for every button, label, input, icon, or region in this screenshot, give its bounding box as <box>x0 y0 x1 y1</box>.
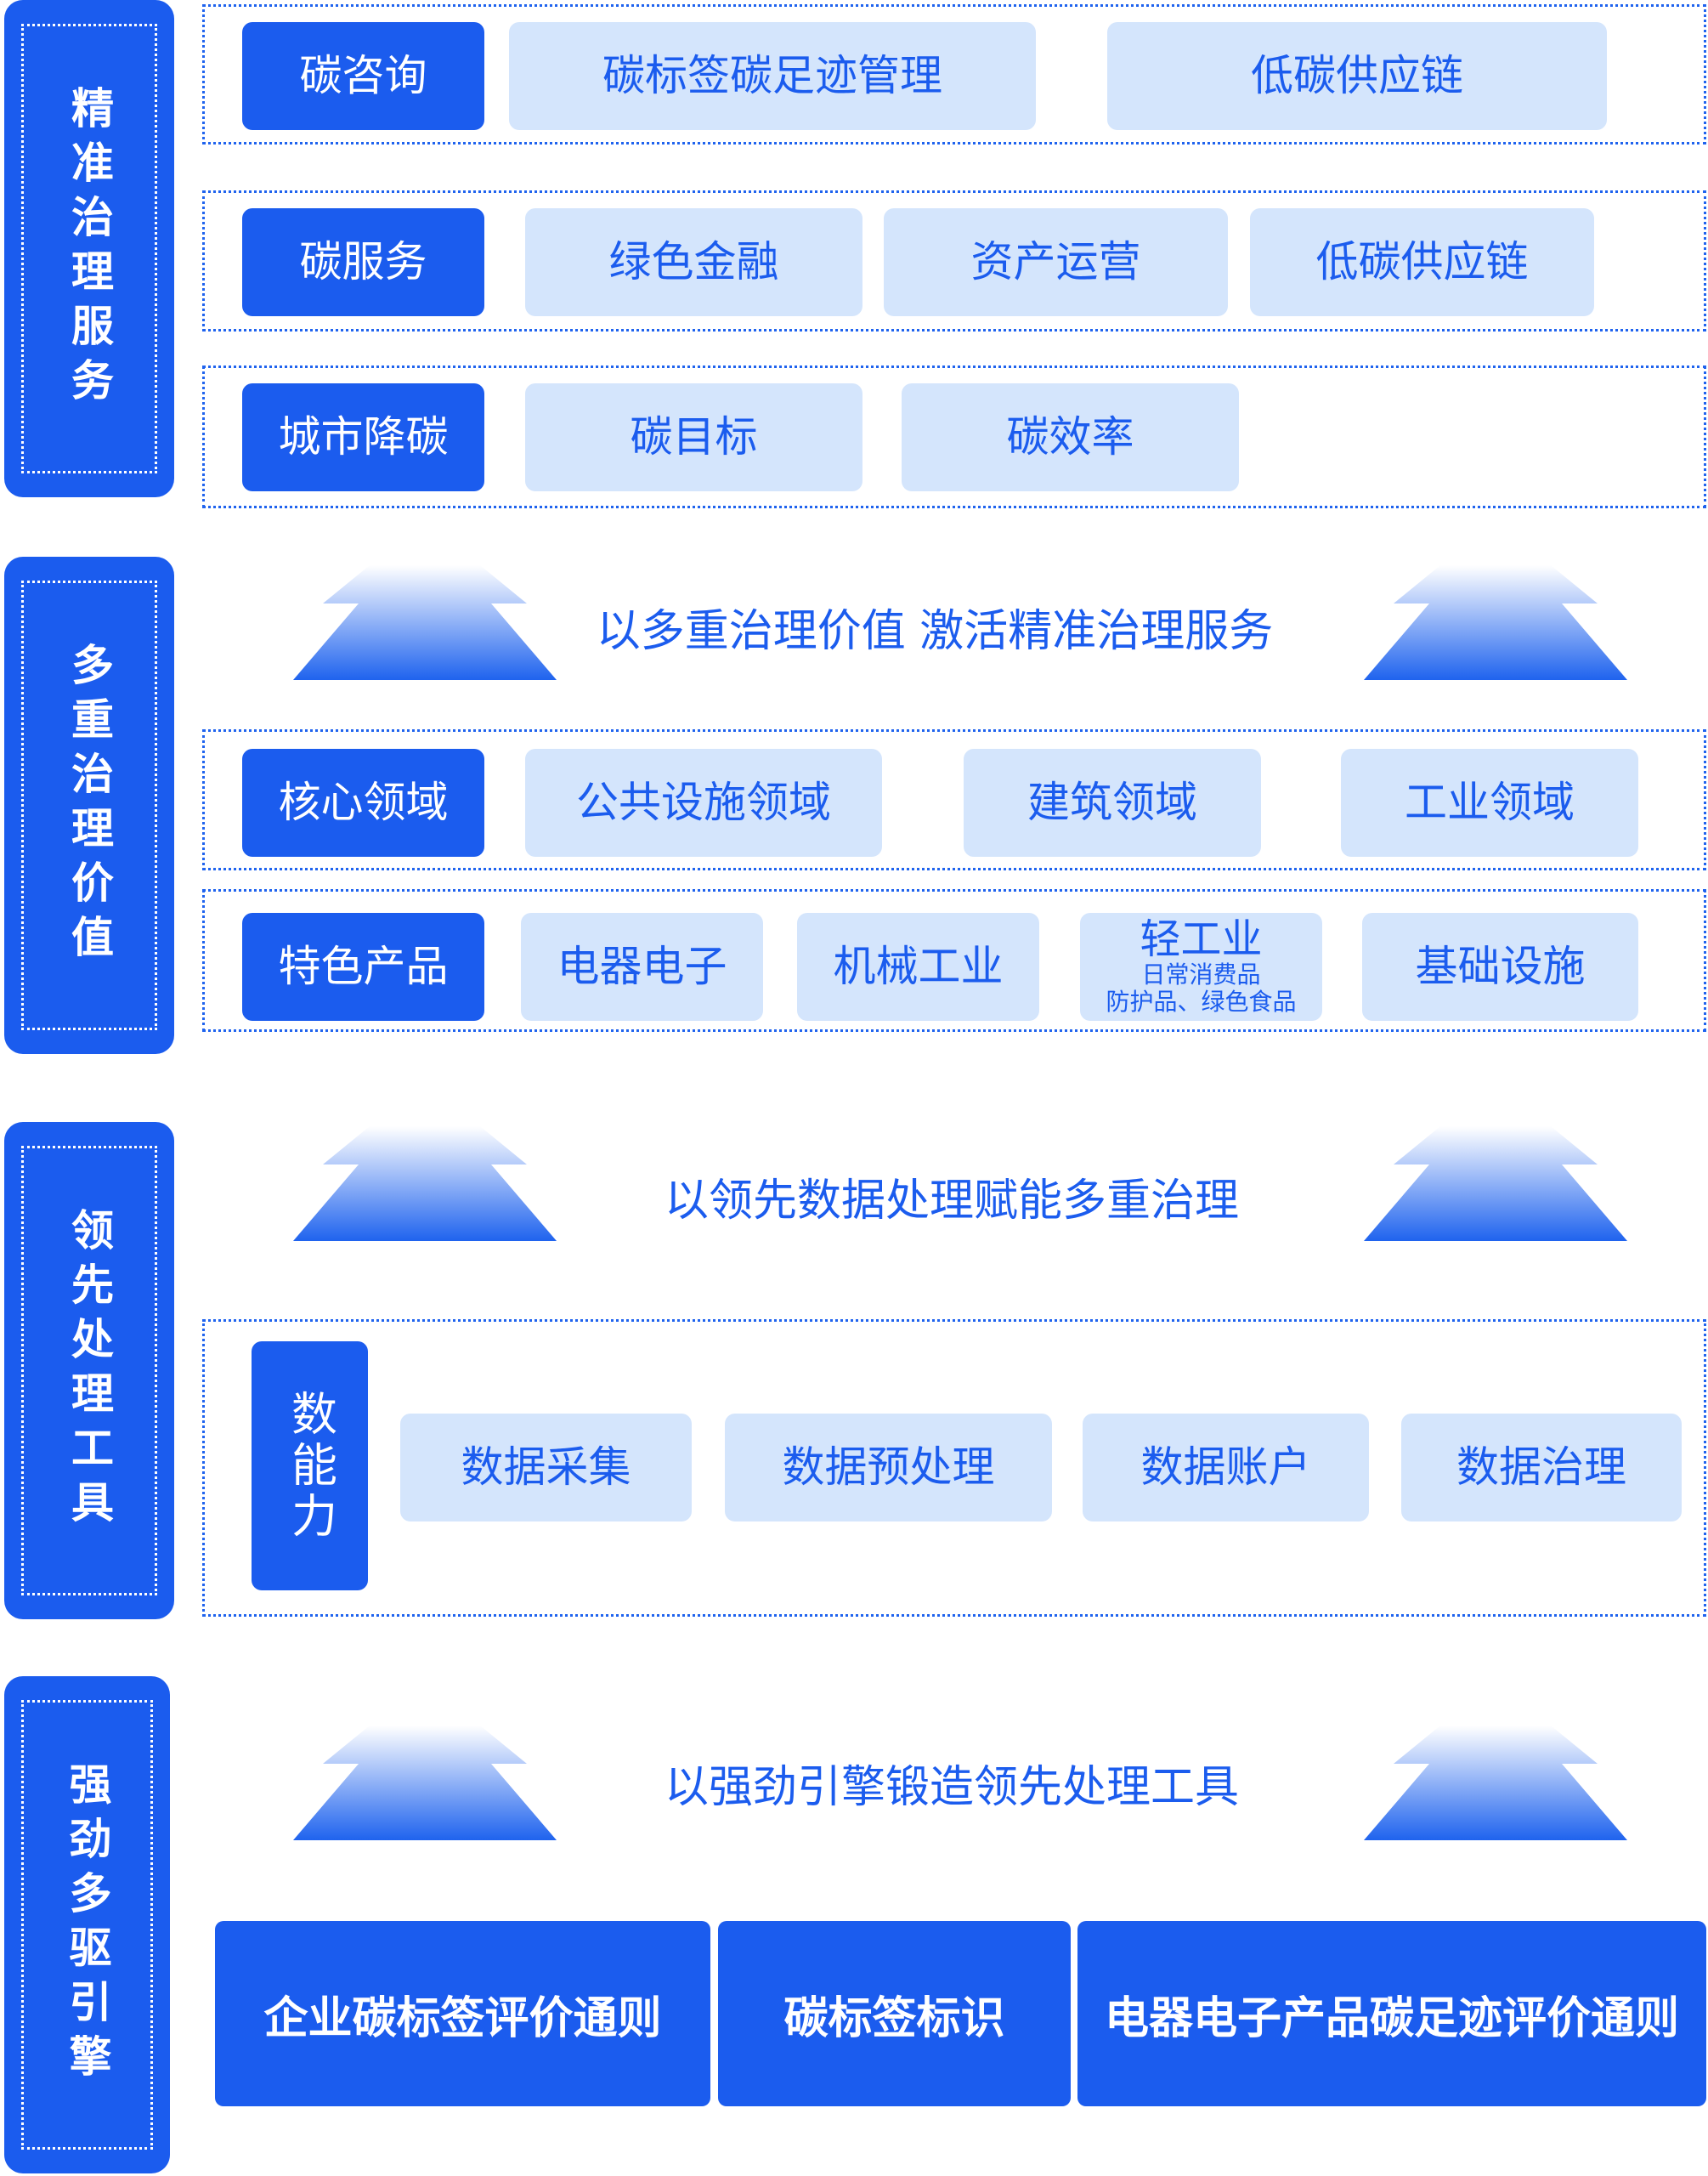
light-industry-sub-1: 日常消费品 <box>1141 960 1261 989</box>
side-label-value: 多重治理价值 <box>4 557 174 1054</box>
enterprise-carbon-label-standard-button[interactable]: 企业碳标签评价通则 <box>215 1921 710 2106</box>
up-arrow-icon <box>293 565 557 680</box>
core-domain-button[interactable]: 核心领域 <box>242 749 484 857</box>
public-facility-domain-button[interactable]: 公共设施领域 <box>525 749 882 857</box>
light-industry-title: 轻工业 <box>1140 915 1263 964</box>
asset-operation-button[interactable]: 资产运营 <box>884 208 1228 316</box>
low-carbon-supply-chain-button[interactable]: 低碳供应链 <box>1107 22 1607 130</box>
up-arrow-icon <box>1364 565 1627 680</box>
carbon-consulting-button[interactable]: 碳咨询 <box>242 22 484 130</box>
machinery-industry-button[interactable]: 机械工业 <box>797 913 1039 1021</box>
caption-tools-to-value: 以领先数据处理赋能多重治理 <box>664 1176 1239 1227</box>
up-arrow-icon <box>1364 1126 1627 1241</box>
city-carbon-reduction-button[interactable]: 城市降碳 <box>242 383 484 491</box>
caption-value-to-service: 以多重治理价值 激活精准治理服务 <box>596 606 1274 657</box>
industry-domain-button[interactable]: 工业领域 <box>1341 749 1638 857</box>
electrical-electronics-button[interactable]: 电器电子 <box>521 913 763 1021</box>
featured-products-button[interactable]: 特色产品 <box>242 913 484 1021</box>
side-label-text: 多重治理价值 <box>65 642 114 969</box>
up-arrow-icon <box>293 1726 557 1840</box>
data-preprocessing-button[interactable]: 数据预处理 <box>725 1414 1052 1522</box>
up-arrow-icon <box>1364 1726 1627 1840</box>
carbon-efficiency-button[interactable]: 碳效率 <box>902 383 1239 491</box>
data-collection-button[interactable]: 数据采集 <box>400 1414 692 1522</box>
side-label-service: 精准治理服务 <box>4 0 174 497</box>
carbon-label-mark-button[interactable]: 碳标签标识 <box>718 1921 1071 2106</box>
data-account-button[interactable]: 数据账户 <box>1083 1414 1369 1522</box>
value-row-1: 核心领域 公共设施领域 建筑领域 工业领域 <box>202 729 1706 870</box>
light-industry-button[interactable]: 轻工业 日常消费品 防护品、绿色食品 <box>1080 913 1322 1021</box>
tools-panel: 数能力 数据采集 数据预处理 数据账户 数据治理 <box>202 1319 1706 1617</box>
up-arrow-icon <box>293 1126 557 1241</box>
green-finance-button[interactable]: 绿色金融 <box>525 208 862 316</box>
caption-engine-to-tools: 以强劲引擎锻造领先处理工具 <box>664 1762 1239 1813</box>
building-domain-button[interactable]: 建筑领域 <box>964 749 1261 857</box>
infrastructure-button[interactable]: 基础设施 <box>1362 913 1638 1021</box>
side-label-text: 强劲多驱引擎 <box>62 1761 112 2088</box>
data-capability-button[interactable]: 数能力 <box>252 1341 368 1590</box>
side-label-text: 领先处理工具 <box>65 1207 114 1534</box>
service-row-2: 碳服务 绿色金融 资产运营 低碳供应链 <box>202 190 1706 332</box>
carbon-service-button[interactable]: 碳服务 <box>242 208 484 316</box>
value-row-2: 特色产品 电器电子 机械工业 轻工业 日常消费品 防护品、绿色食品 基础设施 <box>202 889 1706 1032</box>
data-capability-label: 数能力 <box>283 1389 337 1543</box>
service-row-3: 城市降碳 碳目标 碳效率 <box>202 366 1706 508</box>
side-label-text: 精准治理服务 <box>65 85 114 412</box>
carbon-target-button[interactable]: 碳目标 <box>525 383 862 491</box>
side-label-engine: 强劲多驱引擎 <box>4 1676 170 2173</box>
low-carbon-supply-chain-2-button[interactable]: 低碳供应链 <box>1250 208 1594 316</box>
electronics-carbon-footprint-standard-button[interactable]: 电器电子产品碳足迹评价通则 <box>1077 1921 1706 2106</box>
side-label-tools: 领先处理工具 <box>4 1122 174 1619</box>
light-industry-sub-2: 防护品、绿色食品 <box>1106 987 1297 1016</box>
service-row-1: 碳咨询 碳标签碳足迹管理 低碳供应链 <box>202 4 1706 144</box>
data-governance-button[interactable]: 数据治理 <box>1401 1414 1682 1522</box>
carbon-label-footprint-button[interactable]: 碳标签碳足迹管理 <box>509 22 1036 130</box>
